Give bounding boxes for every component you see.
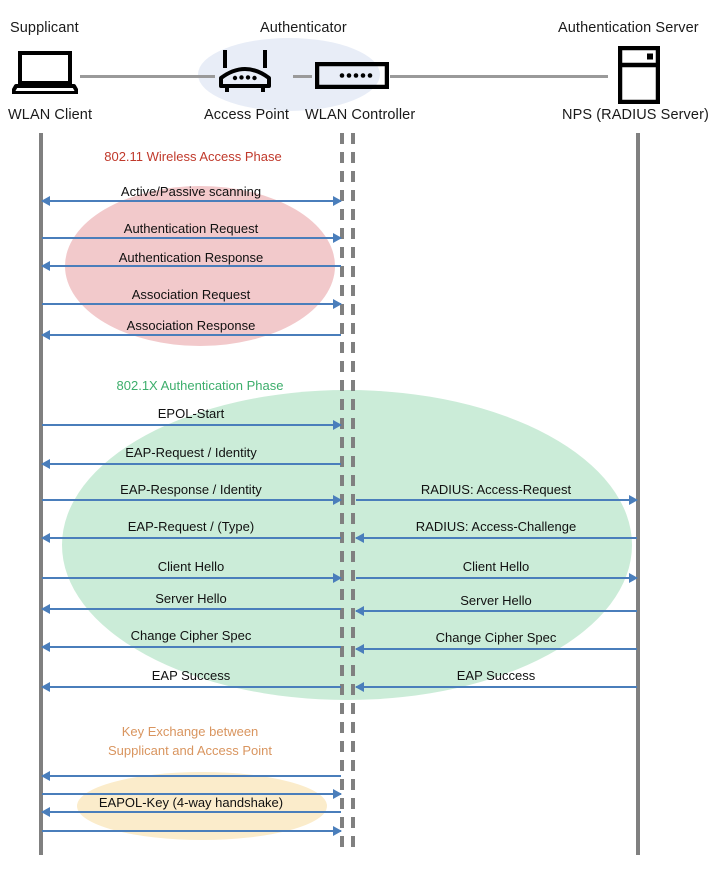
- phase-label-8021x: 802.1X Authentication Phase: [116, 378, 284, 393]
- message-arrow-left-9: [42, 573, 342, 583]
- message-label-left-10: Server Hello: [155, 591, 227, 606]
- lifeline-supplicant: [39, 133, 43, 855]
- message-arrow-left-6: [41, 459, 341, 469]
- message-arrow-left-8: [41, 533, 341, 543]
- message-arrow-right-4: [355, 644, 637, 654]
- actor-device-auth-server: NPS (RADIUS Server): [562, 107, 709, 123]
- message-label-left-3: Association Request: [131, 287, 251, 302]
- message-label-left-8: EAP-Request / (Type): [127, 519, 255, 534]
- link-client-to-ap: [80, 75, 215, 78]
- link-ap-to-controller: [293, 75, 312, 78]
- message-arrow-left-13: [41, 771, 341, 781]
- actor-role-auth-server: Authentication Server: [558, 20, 699, 36]
- message-label-left-9: Client Hello: [157, 559, 225, 574]
- message-arrow-right-1: [355, 533, 637, 543]
- message-label-left-2: Authentication Response: [118, 250, 264, 265]
- message-arrow-right-2: [356, 573, 638, 583]
- message-label-left-6: EAP-Request / Identity: [125, 445, 257, 460]
- message-arrow-left-0: [41, 196, 342, 206]
- phase-label-key-exchange-line2: Supplicant and Access Point: [107, 743, 273, 758]
- lifeline-wlan-controller: [351, 133, 355, 855]
- actor-role-supplicant: Supplicant: [10, 20, 79, 36]
- phase-label-80211: 802.11 Wireless Access Phase: [104, 149, 282, 164]
- message-label-left-1: Authentication Request: [123, 221, 259, 236]
- phase-blob-key-exchange: [77, 772, 327, 840]
- actor-device-wlan-controller: WLAN Controller: [305, 107, 416, 123]
- message-label-right-3: Server Hello: [460, 593, 532, 608]
- message-arrow-right-3: [355, 606, 637, 616]
- lifeline-auth-server: [636, 133, 640, 855]
- message-arrow-left-7: [42, 495, 342, 505]
- message-arrow-left-12: [41, 682, 341, 692]
- message-arrow-left-4: [41, 330, 341, 340]
- laptop-icon: [10, 50, 80, 99]
- message-label-left-4: Association Response: [126, 318, 256, 333]
- message-arrow-left-1: [42, 233, 342, 243]
- message-arrow-left-11: [41, 642, 341, 652]
- message-label-right-4: Change Cipher Spec: [435, 630, 557, 645]
- message-label-left-7: EAP-Response / Identity: [120, 482, 262, 497]
- message-arrow-right-5: [355, 682, 637, 692]
- phase-blob-8021x: [62, 390, 632, 700]
- actor-role-authenticator: Authenticator: [260, 20, 347, 36]
- message-label-left-12: EAP Success: [151, 668, 231, 683]
- message-label-right-0: RADIUS: Access-Request: [420, 482, 572, 497]
- link-controller-to-server: [390, 75, 608, 78]
- message-label-left-14: EAPOL-Key (4-way handshake): [98, 795, 284, 810]
- message-label-right-5: EAP Success: [456, 668, 536, 683]
- message-arrow-left-2: [41, 261, 341, 271]
- wlan-controller-icon: [314, 61, 390, 94]
- actor-device-supplicant: WLAN Client: [8, 107, 93, 123]
- phase-label-key-exchange-line1: Key Exchange between: [121, 724, 259, 739]
- message-arrow-left-3: [42, 299, 342, 309]
- message-label-left-5: EPOL-Start: [157, 406, 225, 421]
- message-arrow-left-10: [41, 604, 341, 614]
- message-arrow-left-14: [42, 789, 342, 799]
- message-label-right-2: Client Hello: [462, 559, 530, 574]
- actor-device-access-point: Access Point: [204, 107, 290, 123]
- server-icon: [617, 45, 661, 109]
- message-arrow-left-16: [42, 826, 342, 836]
- message-arrow-right-0: [356, 495, 638, 505]
- message-arrow-left-5: [42, 420, 342, 430]
- message-arrow-left-15: [41, 807, 341, 817]
- access-point-icon: [216, 48, 274, 99]
- lifeline-access-point: [340, 133, 344, 855]
- message-label-right-1: RADIUS: Access-Challenge: [415, 519, 577, 534]
- message-label-left-11: Change Cipher Spec: [130, 628, 252, 643]
- message-label-left-0: Active/Passive scanning: [120, 184, 262, 199]
